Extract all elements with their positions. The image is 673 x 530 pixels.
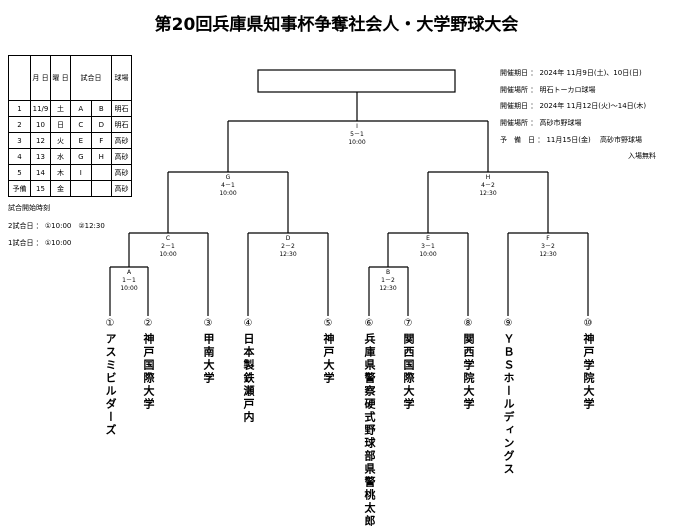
match-pair: 2－2 — [281, 243, 295, 250]
team-number: ③ — [203, 318, 213, 329]
page-title: 第20回兵庫県知事杯争奪社会人・大学野球大会 — [154, 15, 519, 35]
table-cell: 高砂 — [111, 180, 132, 197]
match-pair: 4－1 — [221, 182, 235, 189]
match-time: 12:30 — [379, 285, 397, 292]
two-game-times: 2試合日 ： ①10:00 ②12:30 — [8, 222, 105, 230]
table-cell: 15 — [30, 180, 51, 197]
team-number: ⑩ — [583, 318, 593, 329]
team-name: 兵庫県警察硬式野球部県警桃太郎 — [363, 333, 376, 528]
match-time: 12:30 — [479, 190, 497, 197]
team-name: アスミビルダーズ — [104, 333, 117, 437]
match-id: G — [225, 174, 231, 181]
match-id: C — [165, 235, 171, 242]
match-id: F — [546, 235, 550, 242]
team-name: 日本製鉄瀬戸内 — [242, 333, 255, 424]
match-time: 12:30 — [539, 251, 557, 258]
info-reserve-day: 予 備 日 ： 11月15日(金) 高砂市野球場 — [500, 136, 642, 144]
team-name: 神戸学院大学 — [582, 333, 595, 411]
info-venue-2: 開催場所 ： 高砂市野球場 — [500, 119, 582, 127]
info-venue-1: 開催場所 ： 明石トーカロ球場 — [500, 86, 596, 94]
table-cell: 金 — [50, 180, 71, 197]
champion-box — [257, 69, 456, 93]
match-pair: 5－1 — [350, 131, 364, 138]
match-time: 10:00 — [348, 139, 366, 146]
match-pair: 3－2 — [541, 243, 555, 250]
match-id: D — [285, 235, 291, 242]
team-number: ⑦ — [403, 318, 413, 329]
match-time: 10:00 — [120, 285, 138, 292]
match-pair: 3－1 — [421, 243, 435, 250]
one-game-times: 1試合日 ： ①10:00 — [8, 239, 72, 247]
team-number: ④ — [243, 318, 253, 329]
match-time: 12:30 — [279, 251, 297, 258]
team-name: 関西学院大学 — [462, 333, 475, 411]
team-name: 神戸大学 — [322, 333, 335, 385]
match-id: E — [426, 235, 430, 242]
match-pair: 1－2 — [381, 277, 395, 284]
match-pair: 2－1 — [161, 243, 175, 250]
info-date-1: 開催期日 ： 2024年 11月9日(土)、10日(日) — [500, 69, 642, 77]
match-pair: 1－1 — [122, 277, 136, 284]
table-cell — [90, 180, 113, 197]
team-number: ⑥ — [364, 318, 374, 329]
team-number: ② — [143, 318, 153, 329]
match-pair: 4－2 — [481, 182, 495, 189]
team-number: ① — [105, 318, 115, 329]
match-time: 10:00 — [419, 251, 437, 258]
table-cell: 高砂 — [111, 164, 132, 181]
header-cell: 試合日 — [70, 55, 112, 101]
team-number: ⑨ — [503, 318, 513, 329]
table-cell: F — [90, 132, 113, 149]
table-header: 月 日 曜 日 試合日 球場 — [8, 55, 132, 101]
match-time: 10:00 — [219, 190, 237, 197]
start-time-heading: 試合開始時刻 — [8, 204, 50, 212]
free-admission: 入場無料 — [628, 152, 656, 160]
match-id: I — [356, 123, 358, 130]
match-time: 10:00 — [159, 251, 177, 258]
team-number: ⑤ — [323, 318, 333, 329]
match-id: A — [126, 269, 132, 276]
match-id: H — [485, 174, 491, 181]
team-name: 関西国際大学 — [402, 333, 415, 411]
team-number: ⑧ — [463, 318, 473, 329]
team-name: 神戸国際大学 — [142, 333, 155, 411]
team-name: ＹＢＳホールディングス — [502, 333, 515, 476]
team-name: 甲南大学 — [202, 333, 215, 385]
match-id: B — [385, 269, 391, 276]
info-date-2: 開催期日 ： 2024年 11月12日(火)～14日(木) — [500, 102, 647, 110]
